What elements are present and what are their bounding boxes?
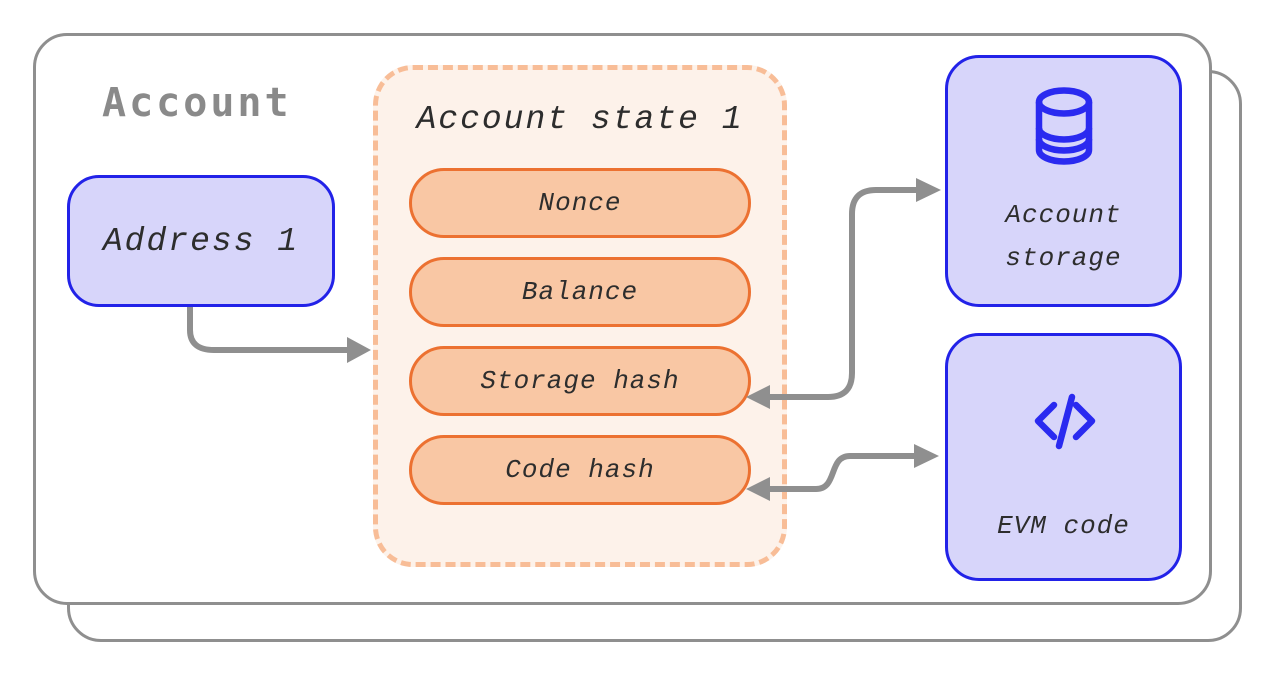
evm-code-label: EVM code xyxy=(997,511,1130,541)
account-storage-label: Account storage xyxy=(1005,194,1121,280)
code-icon xyxy=(1034,393,1095,450)
account-state-title: Account state 1 xyxy=(416,101,744,138)
account-state-box: Account state 1 Nonce Balance Storage ha… xyxy=(373,65,787,567)
account-card-title: Account xyxy=(102,80,292,126)
field-balance: Balance xyxy=(409,257,751,327)
address-label: Address 1 xyxy=(102,222,300,260)
field-nonce: Nonce xyxy=(409,168,751,238)
account-storage-box: Account storage xyxy=(945,55,1182,307)
account-storage-label-line1: Account xyxy=(1005,200,1122,230)
address-box: Address 1 xyxy=(67,175,335,307)
database-icon xyxy=(1035,87,1092,165)
field-code-hash: Code hash xyxy=(409,435,751,505)
field-storage-hash: Storage hash xyxy=(409,346,751,416)
account-storage-label-line2: storage xyxy=(1005,243,1122,273)
evm-code-box: EVM code xyxy=(945,333,1182,581)
account-card: Account Address 1 Account state 1 Nonce … xyxy=(33,33,1212,605)
